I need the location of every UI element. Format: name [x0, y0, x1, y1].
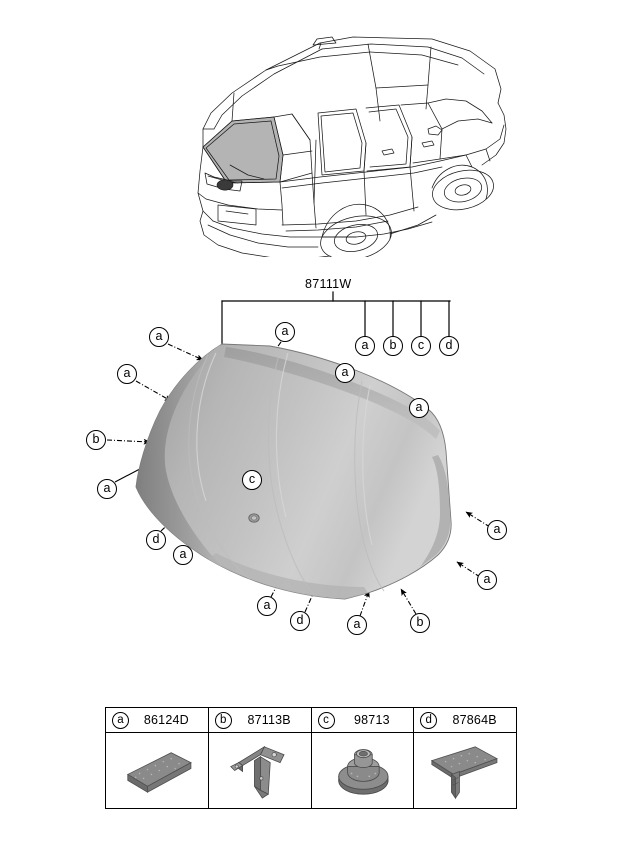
callout-b[interactable]: b [86, 430, 106, 450]
glass-bottom-edge-shading [208, 553, 368, 599]
legend-code-d: 87864B [452, 713, 497, 727]
legend-image-c [312, 733, 414, 808]
legend-badge-a: a [112, 711, 129, 729]
bracket-callout-d[interactable]: d [439, 336, 459, 356]
callout-a[interactable]: a [149, 327, 169, 347]
callout-a[interactable]: a [409, 398, 429, 418]
glass-right-edge-shading [420, 455, 451, 567]
bracket-callout-a[interactable]: a [355, 336, 375, 356]
legend-code-c: 98713 [353, 713, 390, 727]
callout-d[interactable]: d [146, 530, 166, 550]
legend-column-b[interactable]: b 87113B [208, 708, 312, 808]
callout-a[interactable]: a [487, 520, 507, 540]
callout-a[interactable]: a [335, 363, 355, 383]
callout-a[interactable]: a [275, 322, 295, 342]
vehicle-illustration [170, 25, 510, 261]
legend-image-a [106, 733, 208, 808]
clip-with-pin-part [431, 746, 499, 800]
legend-header-b: b 87113B [208, 708, 311, 733]
callout-a[interactable]: a [257, 596, 277, 616]
legend-column-c[interactable]: c 98713 [311, 708, 415, 808]
rubber-grommet-part [337, 749, 388, 795]
legend-header-a: a 86124D [106, 708, 208, 733]
legend-code-a: 86124D [143, 713, 189, 727]
legend-column-a[interactable]: a 86124D [106, 708, 209, 808]
grommet-hole [248, 513, 260, 523]
flat-rubber-strip-part [126, 752, 192, 793]
callout-a[interactable]: a [347, 615, 367, 635]
callout-a[interactable]: a [97, 479, 117, 499]
legend-badge-b: b [214, 711, 232, 729]
bracket-callout-b[interactable]: b [383, 336, 403, 356]
callout-a[interactable]: a [477, 570, 497, 590]
legend-code-b: 87113B [247, 713, 291, 727]
legend-image-b [209, 733, 311, 808]
legend-badge-c: c [317, 711, 335, 729]
callout-a[interactable]: a [117, 364, 137, 384]
callout-a[interactable]: a [173, 545, 193, 565]
legend-header-d: d 87864B [414, 708, 516, 733]
parts-legend-table: a 86124D [105, 707, 517, 809]
legend-badge-d: d [420, 711, 438, 729]
legend-column-d[interactable]: d 87864B [414, 708, 516, 808]
callout-b[interactable]: b [410, 613, 430, 633]
callout-d[interactable]: d [290, 611, 310, 631]
glass-top-edge-band [224, 347, 440, 439]
main-part-number-label: 87111W [305, 277, 352, 291]
rear-window-glass-illustration [130, 335, 490, 600]
metal-bracket-part [229, 745, 285, 799]
bracket-callout-c[interactable]: c [411, 336, 431, 356]
legend-header-c: c 98713 [311, 708, 414, 733]
legend-image-d [414, 733, 516, 808]
callout-c[interactable]: c [242, 470, 262, 490]
glass-left-edge-shading [136, 344, 222, 567]
